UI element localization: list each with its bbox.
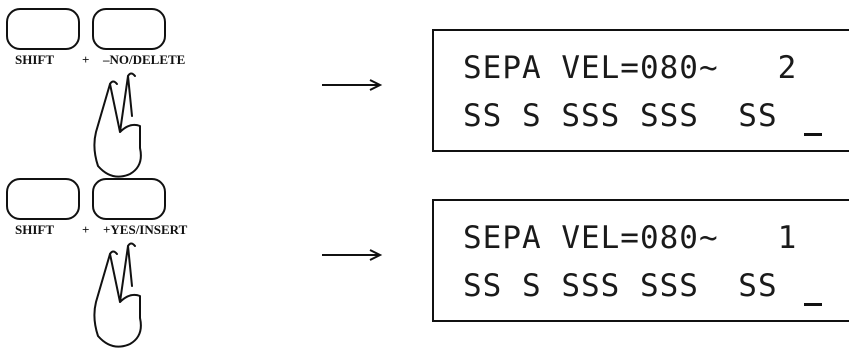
cursor-underline — [804, 133, 822, 136]
shift-key[interactable] — [6, 178, 80, 220]
plus-sign: + — [82, 222, 90, 237]
right-arrow-icon — [322, 249, 383, 261]
lcd-line-2: SS S SSS SSS SS — [463, 98, 778, 134]
step-row-delete: SHIFT + –NO/DELETE SEPA VEL=080~ 2 SS S … — [0, 0, 849, 178]
lcd-line-1: SEPA VEL=080~ 2 — [463, 50, 798, 86]
plus-sign: + — [82, 52, 90, 67]
no-delete-key[interactable] — [92, 8, 166, 50]
shift-key[interactable] — [6, 8, 80, 50]
two-finger-press-icon — [93, 72, 142, 178]
cursor-underline — [804, 303, 822, 306]
lcd-line-2: SS S SSS SSS SS — [463, 268, 778, 304]
no-delete-key-label: –NO/DELETE — [103, 52, 186, 67]
shift-key-label: SHIFT — [15, 222, 55, 237]
right-arrow-icon — [322, 79, 383, 91]
two-finger-press-icon — [93, 242, 142, 348]
step-row-insert: SHIFT + +YES/INSERT SEPA VEL=080~ 1 SS S… — [0, 170, 849, 348]
yes-insert-key[interactable] — [92, 178, 166, 220]
lcd-display: SEPA VEL=080~ 1 SS S SSS SSS SS — [432, 199, 849, 322]
lcd-display: SEPA VEL=080~ 2 SS S SSS SSS SS — [432, 29, 849, 152]
lcd-line-1: SEPA VEL=080~ 1 — [463, 220, 798, 256]
yes-insert-key-label: +YES/INSERT — [103, 222, 188, 237]
shift-key-label: SHIFT — [15, 52, 55, 67]
